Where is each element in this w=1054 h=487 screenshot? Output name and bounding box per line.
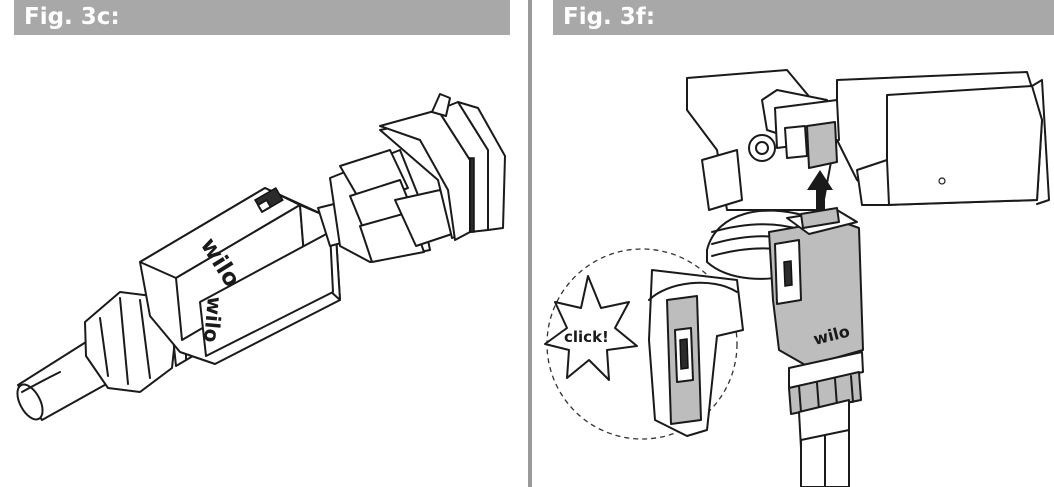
arrow-up-icon (807, 170, 833, 212)
figure-3f: Fig. 3f: (537, 0, 1054, 487)
motor-housing (836, 71, 1050, 206)
figure-header: Fig. 3c: (14, 0, 510, 35)
pump-connector-illustration: wilo click! (544, 69, 1050, 487)
figure-label: Fig. 3f: (563, 4, 656, 30)
plug (768, 207, 864, 449)
brand-logo: wilo (199, 296, 227, 344)
connector-flange (379, 93, 506, 241)
plug-housing (139, 186, 341, 365)
figure-header: Fig. 3f: (553, 0, 1054, 35)
pump-socket (774, 99, 840, 169)
connector-illustration: wilo wilo (16, 93, 506, 421)
click-callout: click! (544, 275, 638, 381)
figure-label: Fig. 3c: (24, 4, 120, 30)
figure-divider (528, 0, 532, 487)
figure-3c: Fig. 3c: wilo wilo (14, 0, 510, 421)
cable (800, 429, 850, 487)
click-label: click! (564, 328, 609, 346)
